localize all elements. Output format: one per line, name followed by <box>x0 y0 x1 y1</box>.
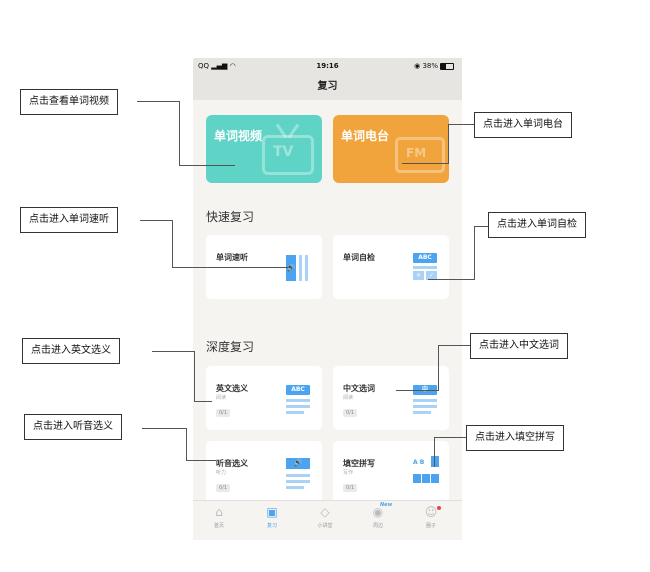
progress-badge: 0/1 <box>216 409 231 417</box>
letters-icon: A B <box>413 459 425 466</box>
abc-icon: ABC <box>413 253 437 263</box>
spelling-card[interactable]: 填空拼写 写作 0/1 A B <box>333 441 449 505</box>
callout-chinese-choice: 点击进入中文选词 <box>470 333 568 359</box>
tab-lecture[interactable]: ◇小讲堂 <box>317 505 333 529</box>
status-battery: ◉ 38% <box>414 62 454 70</box>
word-listen-label: 单词速听 <box>216 253 248 262</box>
callout-word-radio: 点击进入单词电台 <box>474 112 572 138</box>
word-radio-label: 单词电台 <box>341 129 390 143</box>
notification-dot <box>437 506 441 510</box>
progress-badge: 0/1 <box>216 484 231 492</box>
check-icon: ✓ <box>426 271 437 280</box>
tab-bar: ⌂首页 ▣复习 ◇小讲堂 New ◉周边 ☺圈子 <box>193 500 462 540</box>
deep-review-title: 深度复习 <box>206 340 255 354</box>
home-icon: ⌂ <box>215 505 223 519</box>
chinese-choice-label: 中文选词 <box>343 384 375 393</box>
spelling-label: 填空拼写 <box>343 459 375 468</box>
tab-review[interactable]: ▣复习 <box>266 505 278 529</box>
english-choice-label: 英文选义 <box>216 384 248 393</box>
listen-choice-label: 听音选义 <box>216 459 248 468</box>
quick-review-title: 快速复习 <box>206 210 255 224</box>
group-icon: ☺ <box>424 505 438 519</box>
english-choice-card[interactable]: 英文选义 阅读 0/1 ABC <box>206 366 322 430</box>
speaker-icon: 🔊 <box>286 458 310 469</box>
status-carrier: QQ ▂▄▆ ◠ <box>198 62 236 70</box>
word-video-card[interactable]: 单词视频 TV <box>206 115 322 183</box>
battery-icon <box>440 62 454 70</box>
listen-choice-card[interactable]: 听音选义 听力 0/1 🔊 <box>206 441 322 505</box>
abc-icon: ABC <box>286 385 310 395</box>
tab-nearby[interactable]: New ◉周边 <box>372 502 393 529</box>
new-badge: New <box>380 502 393 508</box>
status-time: 19:16 <box>316 62 339 70</box>
callout-listen-choice: 点击进入听音选义 <box>24 414 122 440</box>
tab-circle[interactable]: ☺圈子 <box>411 505 451 529</box>
word-selfcheck-label: 单词自检 <box>343 253 375 262</box>
callout-word-selfcheck: 点击进入单词自检 <box>488 212 586 238</box>
eye-icon: ◉ <box>372 505 384 519</box>
progress-badge: 0/1 <box>343 484 358 492</box>
phone-screen: QQ ▂▄▆ ◠ 19:16 ◉ 38% 复习 单词视频 TV 单词电台 FM … <box>193 58 462 540</box>
callout-english-choice: 点击进入英文选义 <box>22 338 120 364</box>
graduation-cap-icon: ◇ <box>320 505 330 519</box>
status-bar: QQ ▂▄▆ ◠ 19:16 ◉ 38% <box>193 58 462 74</box>
chinese-choice-card[interactable]: 中文选词 阅读 0/1 中 <box>333 366 449 430</box>
page-title: 复习 <box>193 74 462 100</box>
tab-home[interactable]: ⌂首页 <box>213 505 224 529</box>
radio-icon: FM <box>395 137 445 173</box>
word-video-label: 单词视频 <box>214 129 263 143</box>
cross-icon: ✕ <box>413 271 424 280</box>
callout-word-video: 点击查看单词视频 <box>20 89 118 115</box>
word-selfcheck-card[interactable]: 单词自检 ABC ✕ ✓ <box>333 235 449 299</box>
tv-icon: TV <box>262 135 314 175</box>
progress-badge: 0/1 <box>343 409 358 417</box>
callout-word-listen: 点击进入单词速听 <box>20 207 118 233</box>
word-radio-card[interactable]: 单词电台 FM <box>333 115 449 183</box>
callout-spelling: 点击进入填空拼写 <box>466 425 564 451</box>
review-icon: ▣ <box>266 505 278 519</box>
